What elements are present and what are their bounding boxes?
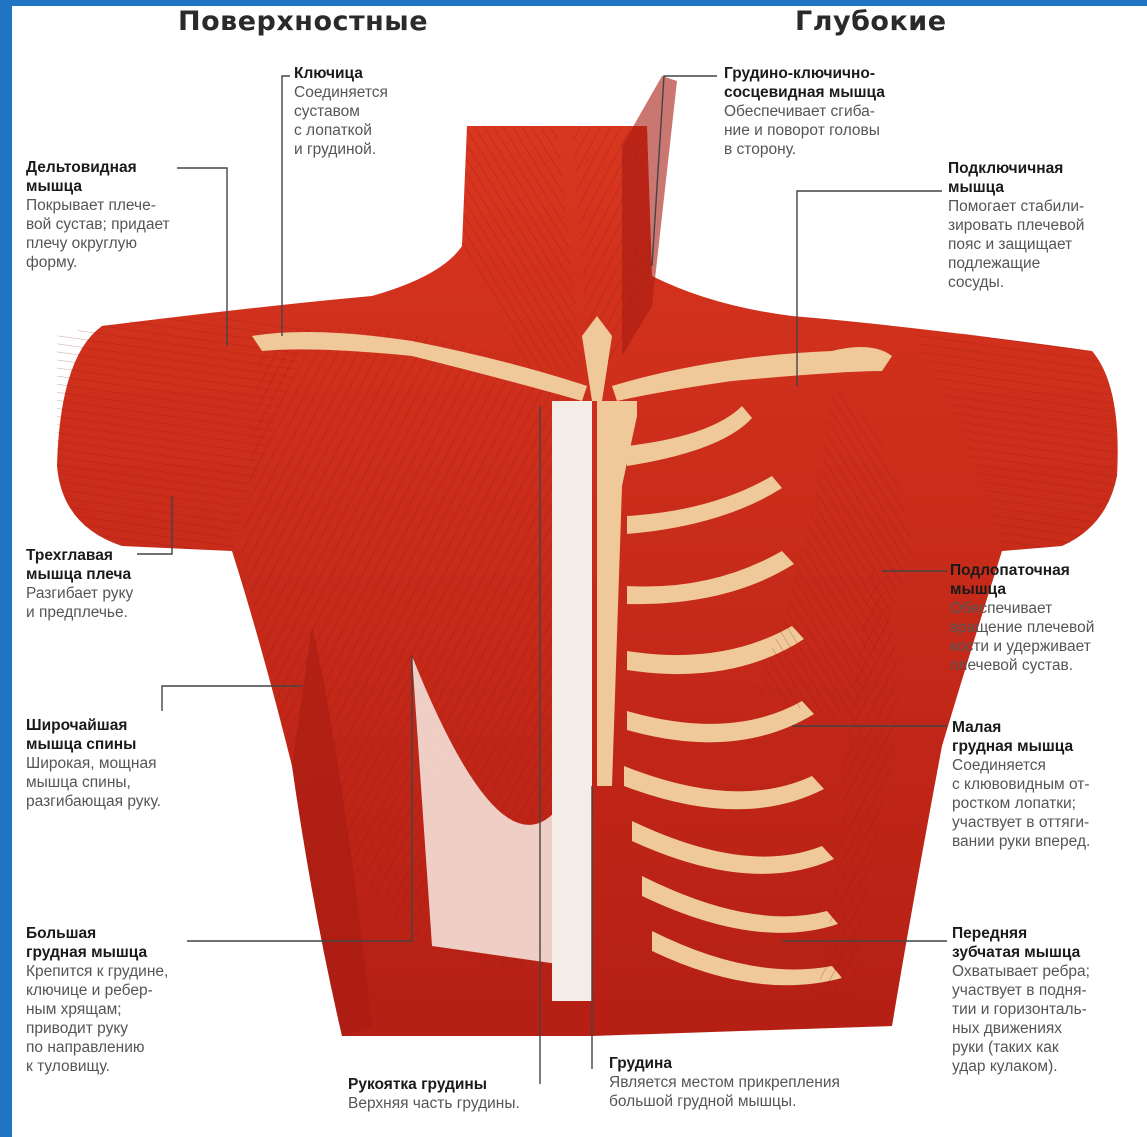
diagram-frame: Поверхностные Глубокие Ключица Соединяет… [12, 6, 1147, 1137]
label-manubrium-title: Рукоятка грудины [348, 1075, 588, 1094]
label-pectoralis-minor: Малая грудная мышца Соединяется с клювов… [952, 718, 1147, 851]
label-latissimus: Широчайшая мышца спины Широкая, мощная м… [26, 716, 226, 811]
label-latissimus-title: Широчайшая мышца спины [26, 716, 226, 754]
heading-deep: Глубокие [795, 6, 947, 37]
label-subclavius: Подключичная мышца Помогает стабили- зир… [948, 159, 1143, 292]
label-pectoralis-major-title: Большая грудная мышца [26, 924, 236, 962]
label-serratus-anterior-text: Охватывает ребра; участвует в подня- тии… [952, 962, 1147, 1076]
label-manubrium: Рукоятка грудины Верхняя часть грудины. [348, 1075, 588, 1113]
label-deltoid-title: Дельтовидная мышца [26, 158, 226, 196]
pectoralis-major [242, 328, 572, 1036]
label-triceps: Трехглавая мышца плеча Разгибает руку и … [26, 546, 226, 622]
label-sternocleidomastoid: Грудино-ключично- сосцевидная мышца Обес… [724, 64, 954, 159]
label-sternocleidomastoid-text: Обеспечивает сгиба- ние и поворот головы… [724, 102, 954, 159]
label-subscapularis: Подлопаточная мышца Обеспечивает вращени… [950, 561, 1145, 675]
label-latissimus-text: Широкая, мощная мышца спины, разгибающая… [26, 754, 226, 811]
label-serratus-anterior: Передняя зубчатая мышца Охватывает ребра… [952, 924, 1147, 1076]
label-triceps-text: Разгибает руку и предплечье. [26, 584, 226, 622]
label-manubrium-text: Верхняя часть грудины. [348, 1094, 588, 1113]
label-subclavius-title: Подключичная мышца [948, 159, 1143, 197]
label-sternocleidomastoid-title: Грудино-ключично- сосцевидная мышца [724, 64, 954, 102]
label-pectoralis-minor-title: Малая грудная мышца [952, 718, 1147, 756]
label-clavicle-title: Ключица [294, 64, 454, 83]
label-triceps-title: Трехглавая мышца плеча [26, 546, 226, 584]
label-clavicle: Ключица Соединяется суставом с лопаткой … [294, 64, 454, 159]
label-sternum-text: Является местом прикрепления большой гру… [609, 1073, 929, 1111]
label-subscapularis-title: Подлопаточная мышца [950, 561, 1145, 599]
label-pectoralis-major: Большая грудная мышца Крепится к грудине… [26, 924, 236, 1076]
heading-superficial: Поверхностные [178, 6, 428, 37]
label-subscapularis-text: Обеспечивает вращение плечевой кости и у… [950, 599, 1145, 675]
label-pectoralis-minor-text: Соединяется с клювовидным от- ростком ло… [952, 756, 1147, 851]
label-deltoid-text: Покрывает плече- вой сустав; придает пле… [26, 196, 226, 272]
label-clavicle-text: Соединяется суставом с лопаткой и грудин… [294, 83, 454, 159]
label-subclavius-text: Помогает стабили- зировать плечевой пояс… [948, 197, 1143, 292]
label-pectoralis-major-text: Крепится к грудине, ключице и ребер- ным… [26, 962, 236, 1076]
label-sternum: Грудина Является местом прикрепления бол… [609, 1054, 929, 1111]
label-serratus-anterior-title: Передняя зубчатая мышца [952, 924, 1147, 962]
label-deltoid: Дельтовидная мышца Покрывает плече- вой … [26, 158, 226, 272]
label-sternum-title: Грудина [609, 1054, 929, 1073]
